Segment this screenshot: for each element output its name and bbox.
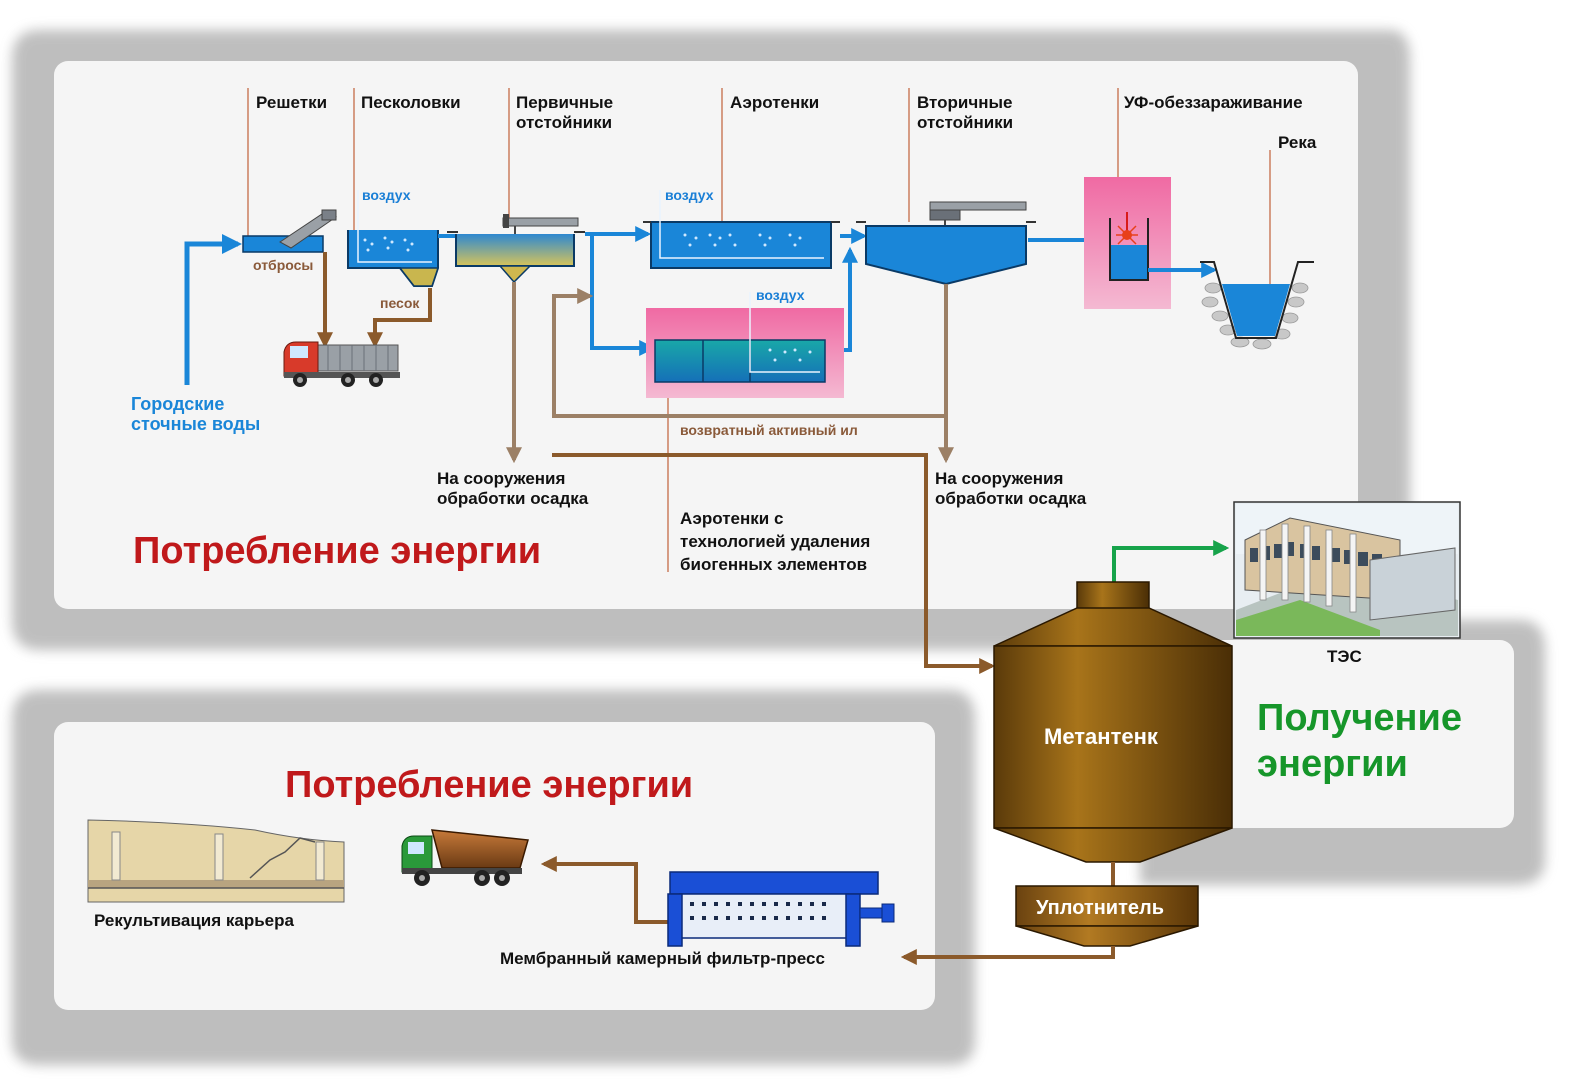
air-bubbles-3 bbox=[768, 348, 812, 362]
pipe-bio-secondary bbox=[842, 246, 858, 352]
energy-production-line1: Получение bbox=[1257, 697, 1462, 739]
label-primary-line2: отстойники bbox=[516, 113, 612, 132]
sludge-to-digester bbox=[552, 453, 996, 674]
river bbox=[1200, 261, 1314, 350]
city-water-inflow bbox=[184, 234, 242, 385]
sludge-treatment-1-line1: На сооружения bbox=[437, 469, 565, 488]
sludge-treatment-2-line2: обработки осадка bbox=[935, 489, 1087, 508]
energy-consumption-top: Потребление энергии bbox=[133, 530, 541, 572]
energy-consumption-bottom: Потребление энергии bbox=[285, 764, 693, 806]
bio-aerotank-line3: биогенных элементов bbox=[680, 555, 867, 574]
digester-tank bbox=[993, 581, 1233, 863]
sludge-treatment-2-line1: На сооружения bbox=[935, 469, 1063, 488]
label-quarry: Рекультивация карьера bbox=[94, 911, 295, 930]
thickener-to-filter bbox=[900, 946, 1115, 965]
label-thickener: Уплотнитель bbox=[1036, 897, 1164, 919]
label-primary-line1: Первичные bbox=[516, 93, 613, 112]
label-filter-press: Мембранный камерный фильтр-пресс bbox=[500, 949, 825, 968]
filter-to-truck bbox=[540, 856, 668, 924]
secondary-clarifier bbox=[856, 201, 1036, 286]
label-secondary-line1: Вторичные bbox=[917, 93, 1012, 112]
city-water-line1: Городские bbox=[131, 394, 224, 414]
uv-disinfection bbox=[1084, 177, 1171, 309]
bio-aerotank-line1: Аэротенки с bbox=[680, 509, 783, 528]
quarry-icon bbox=[87, 819, 345, 903]
filter-press-icon bbox=[667, 871, 895, 947]
city-water-line2: сточные воды bbox=[131, 414, 260, 434]
tes-building-icon bbox=[1233, 501, 1461, 639]
gas-to-tes bbox=[1112, 540, 1230, 582]
dump-truck-icon bbox=[401, 829, 529, 886]
label-air-2: воздух bbox=[665, 187, 714, 203]
bio-aerotank-line2: технологией удаления bbox=[680, 532, 870, 551]
uv-lamp-icon bbox=[1116, 225, 1138, 245]
label-secondary-line2: отстойники bbox=[917, 113, 1013, 132]
energy-production-line2: энергии bbox=[1257, 743, 1408, 785]
label-tes: ТЭС bbox=[1327, 647, 1362, 666]
waste-paths bbox=[317, 252, 432, 349]
label-air-1: воздух bbox=[362, 187, 411, 203]
primary-clarifier bbox=[447, 214, 585, 284]
flow-primary-to-aerotanks bbox=[585, 226, 656, 356]
bio-aerotank bbox=[646, 292, 844, 398]
label-air-3: воздух bbox=[756, 287, 805, 303]
aerotank bbox=[643, 190, 840, 269]
grit-chamber bbox=[347, 190, 440, 287]
label-aerotanks: Аэротенки bbox=[730, 93, 819, 112]
air-bubbles-1 bbox=[363, 236, 414, 252]
sludge-treatment-1-line2: обработки осадка bbox=[437, 489, 589, 508]
air-bubbles-2 bbox=[683, 233, 802, 247]
label-return-sludge: возвратный активный ил bbox=[680, 422, 858, 438]
label-reshetki: Решетки bbox=[256, 93, 327, 112]
label-peskolovki: Песколовки bbox=[361, 93, 461, 112]
panel-right bbox=[1140, 640, 1514, 828]
thickener bbox=[1015, 885, 1199, 947]
truck-icon bbox=[283, 341, 400, 387]
label-metantank: Метантенк bbox=[1044, 724, 1159, 749]
screen-unit bbox=[242, 209, 338, 253]
label-river: Река bbox=[1278, 133, 1317, 152]
label-otbrosy: отбросы bbox=[253, 257, 313, 273]
label-pesok: песок bbox=[380, 295, 420, 311]
label-uv: УФ-обеззараживание bbox=[1124, 93, 1303, 112]
return-sludge-loop bbox=[552, 284, 954, 464]
